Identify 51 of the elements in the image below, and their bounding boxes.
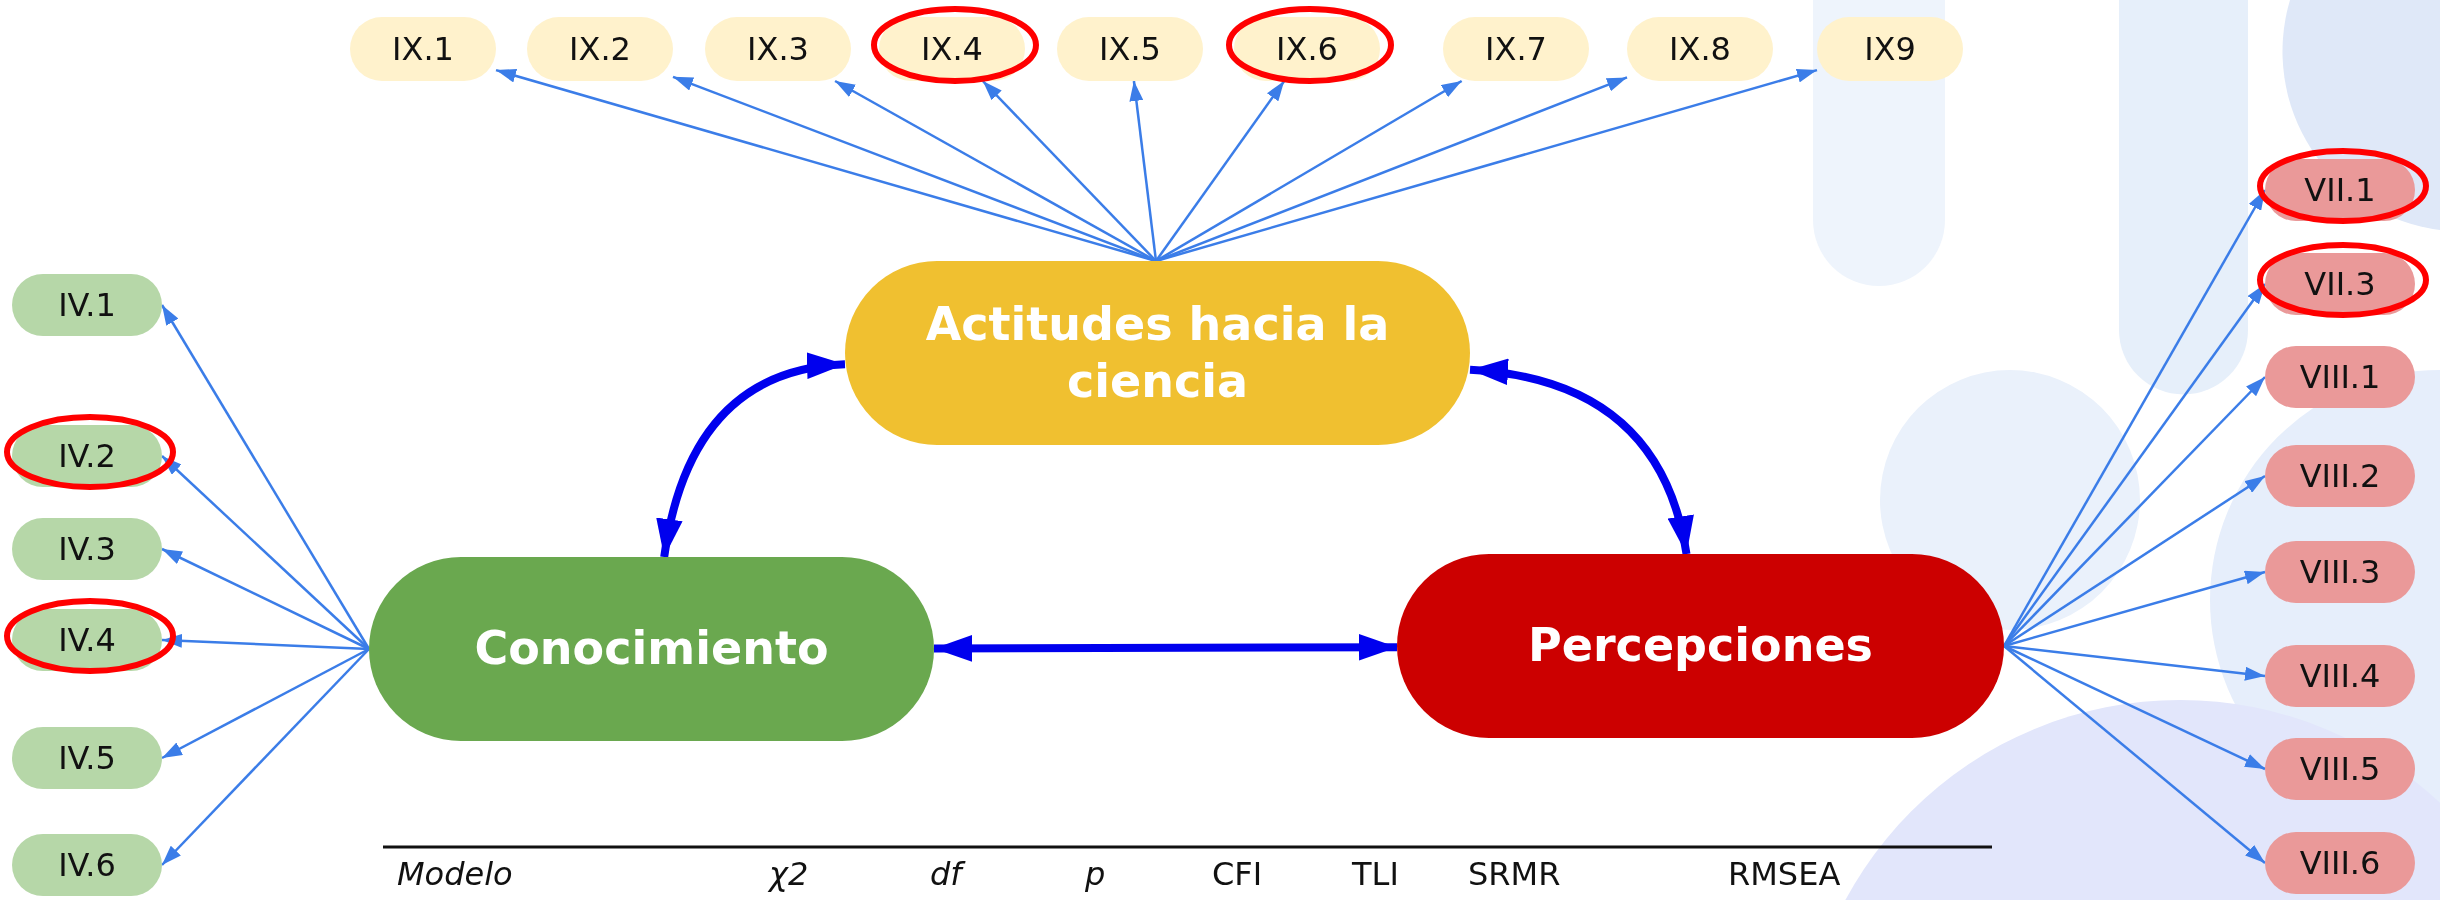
arrow bbox=[934, 633, 1397, 662]
table-header: SRMR bbox=[1468, 855, 1561, 893]
item-pill bbox=[12, 274, 162, 336]
factor-name: Actitudes hacia la ciencia bbox=[924, 295, 1391, 410]
item-code: IX.7 bbox=[1485, 29, 1547, 69]
arrow bbox=[981, 80, 1157, 262]
item-pill bbox=[2265, 445, 2415, 507]
arrow bbox=[1469, 360, 1693, 555]
table-header: Modelo bbox=[397, 855, 513, 893]
item-code: IV.5 bbox=[58, 738, 116, 778]
arrow bbox=[657, 354, 846, 558]
item-code: IX.3 bbox=[747, 29, 809, 69]
factor-name: Conocimiento bbox=[474, 620, 829, 678]
arrow bbox=[1129, 80, 1158, 262]
table-header: CFI bbox=[1212, 855, 1263, 893]
item-code: IV.6 bbox=[58, 845, 116, 885]
item-code: IV.1 bbox=[58, 285, 116, 325]
arrow bbox=[2003, 645, 2266, 864]
table-header: TLI bbox=[1352, 855, 1399, 893]
item-code: VIII.6 bbox=[2299, 843, 2381, 883]
arrow bbox=[161, 648, 370, 866]
item-code: VIII.2 bbox=[2299, 456, 2381, 496]
item-code: IX.5 bbox=[1099, 29, 1161, 69]
factor-name: Percepciones bbox=[1528, 617, 1873, 675]
item-code: IV.2 bbox=[58, 436, 116, 476]
item-code: IX.6 bbox=[1276, 29, 1338, 69]
arrow bbox=[161, 647, 370, 760]
arrow bbox=[2003, 644, 2266, 771]
item-code: IX.1 bbox=[392, 29, 454, 69]
arrow bbox=[161, 633, 370, 651]
item-code: VIII.1 bbox=[2299, 357, 2381, 397]
table-header: χ2 bbox=[769, 855, 809, 893]
item-pill bbox=[350, 17, 496, 81]
item-code: IV.4 bbox=[58, 620, 116, 660]
table-header: p bbox=[1085, 855, 1106, 893]
item-code: VIII.4 bbox=[2299, 656, 2381, 696]
arrow bbox=[1155, 80, 1286, 262]
table-header: RMSEA bbox=[1728, 855, 1841, 893]
item-code: IX.4 bbox=[921, 29, 983, 69]
item-code: VIII.3 bbox=[2299, 552, 2381, 592]
item-pill bbox=[1817, 17, 1963, 81]
item-code: IX.8 bbox=[1669, 29, 1731, 69]
item-code: IV.3 bbox=[58, 529, 116, 569]
arrow bbox=[160, 304, 371, 650]
item-pill bbox=[527, 17, 673, 81]
item-code: IX.2 bbox=[569, 29, 631, 69]
item-code: IX9 bbox=[1864, 29, 1916, 69]
item-code: VII.1 bbox=[2304, 170, 2376, 210]
item-code: VII.3 bbox=[2304, 264, 2376, 304]
item-code: VIII.5 bbox=[2299, 749, 2381, 789]
item-pill bbox=[1627, 17, 1773, 81]
